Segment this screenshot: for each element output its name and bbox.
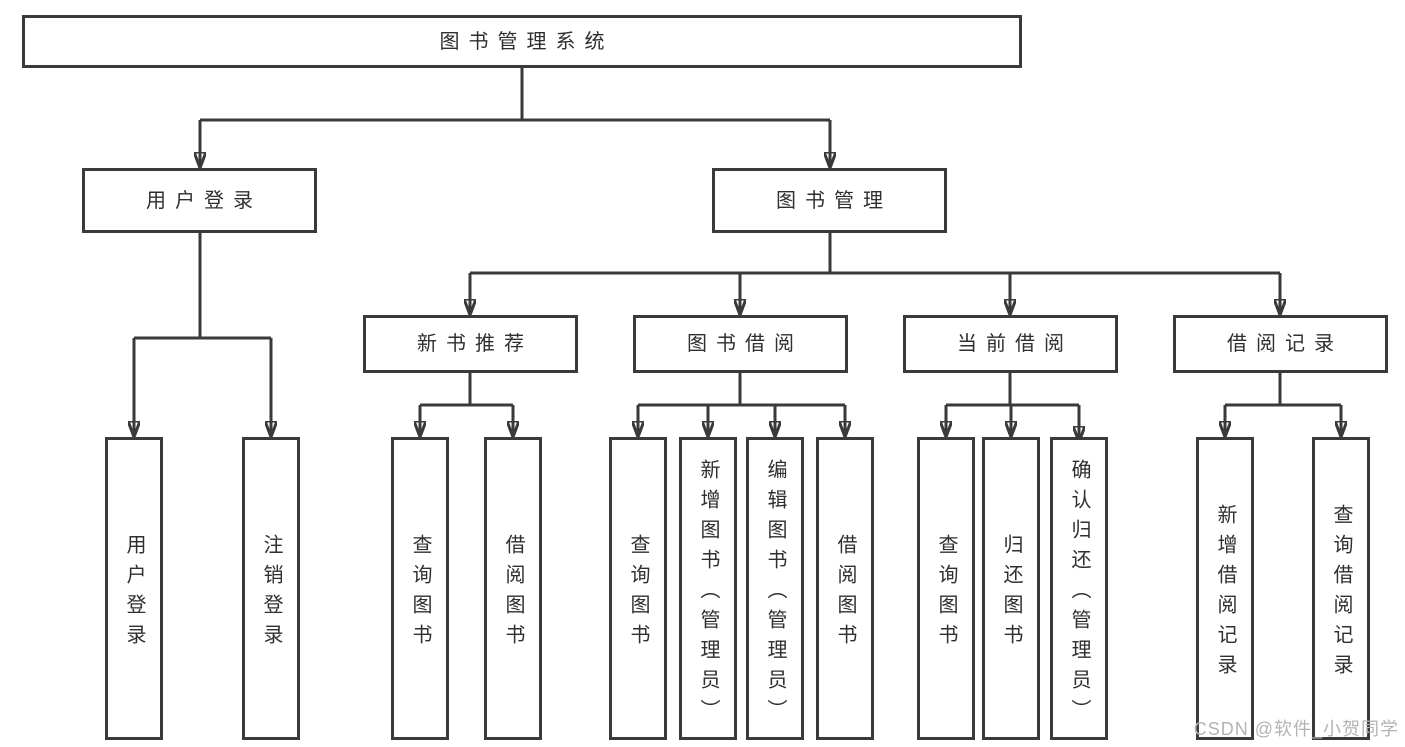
connector-book-borrow-trunk [638,373,845,407]
connector-borrow-records-trunk [1225,373,1341,407]
node-leaf-records-query-borrow-record-label: 查询借阅记录 [1330,503,1352,684]
node-leaf-records-add-borrow-record: 新增借阅记录 [1196,437,1254,740]
node-leaf-currentborrow-confirm-return-admin-label: 确认归还（管理员） [1068,458,1090,729]
node-current-borrow: 当前借阅 [903,315,1118,373]
node-leaf-bookborrow-query-books-label: 查询图书 [627,533,649,654]
node-current-borrow-label: 当前借阅 [957,333,1073,355]
node-borrow-records-label: 借阅记录 [1227,333,1343,355]
node-leaf-newbooks-query-books: 查询图书 [391,437,449,740]
node-leaf-currentborrow-return-books: 归还图书 [982,437,1040,740]
node-leaf-newbooks-query-books-label: 查询图书 [409,533,431,654]
connector-user-login-trunk [134,233,271,340]
csdn-watermark: CSDN @软件_小贺同学 [1193,719,1399,739]
node-root: 图书管理系统 [22,15,1022,68]
node-leaf-user-login-label: 用户登录 [123,533,145,654]
node-leaf-bookborrow-borrow-books: 借阅图书 [816,437,874,740]
node-book-borrow: 图书借阅 [633,315,848,373]
node-leaf-currentborrow-query-books-label: 查询图书 [935,533,957,654]
node-book-management-label: 图书管理 [776,189,892,212]
node-leaf-logout: 注销登录 [242,437,300,740]
node-leaf-newbooks-borrow-books: 借阅图书 [484,437,542,740]
node-leaf-newbooks-borrow-books-label: 借阅图书 [502,533,524,654]
node-book-management: 图书管理 [712,168,947,233]
node-leaf-bookborrow-borrow-books-label: 借阅图书 [834,533,856,654]
connector-current-borrow-trunk [946,373,1079,407]
node-user-login: 用户登录 [82,168,317,233]
node-new-book-recommend: 新书推荐 [363,315,578,373]
node-leaf-currentborrow-query-books: 查询图书 [917,437,975,740]
node-leaf-bookborrow-add-books-admin-label: 新增图书（管理员） [697,458,719,729]
node-leaf-user-login: 用户登录 [105,437,163,740]
node-book-borrow-label: 图书借阅 [687,333,803,355]
connector-new-books-trunk [420,373,513,407]
node-leaf-logout-label: 注销登录 [260,533,282,654]
node-leaf-bookborrow-add-books-admin: 新增图书（管理员） [679,437,737,740]
connector-book-mgmt-trunk [470,233,1280,275]
node-leaf-records-add-borrow-record-label: 新增借阅记录 [1214,503,1236,684]
node-borrow-records: 借阅记录 [1173,315,1388,373]
node-user-login-label: 用户登录 [146,189,262,212]
node-leaf-bookborrow-query-books: 查询图书 [609,437,667,740]
node-new-book-recommend-label: 新书推荐 [417,333,533,355]
node-leaf-bookborrow-edit-books-admin-label: 编辑图书（管理员） [764,458,786,729]
node-root-label: 图书管理系统 [439,30,614,53]
node-leaf-currentborrow-return-books-label: 归还图书 [1000,533,1022,654]
node-leaf-records-query-borrow-record: 查询借阅记录 [1312,437,1370,740]
node-leaf-bookborrow-edit-books-admin: 编辑图书（管理员） [746,437,804,740]
node-leaf-currentborrow-confirm-return-admin: 确认归还（管理员） [1050,437,1108,740]
connector-root-trunk [200,68,830,122]
